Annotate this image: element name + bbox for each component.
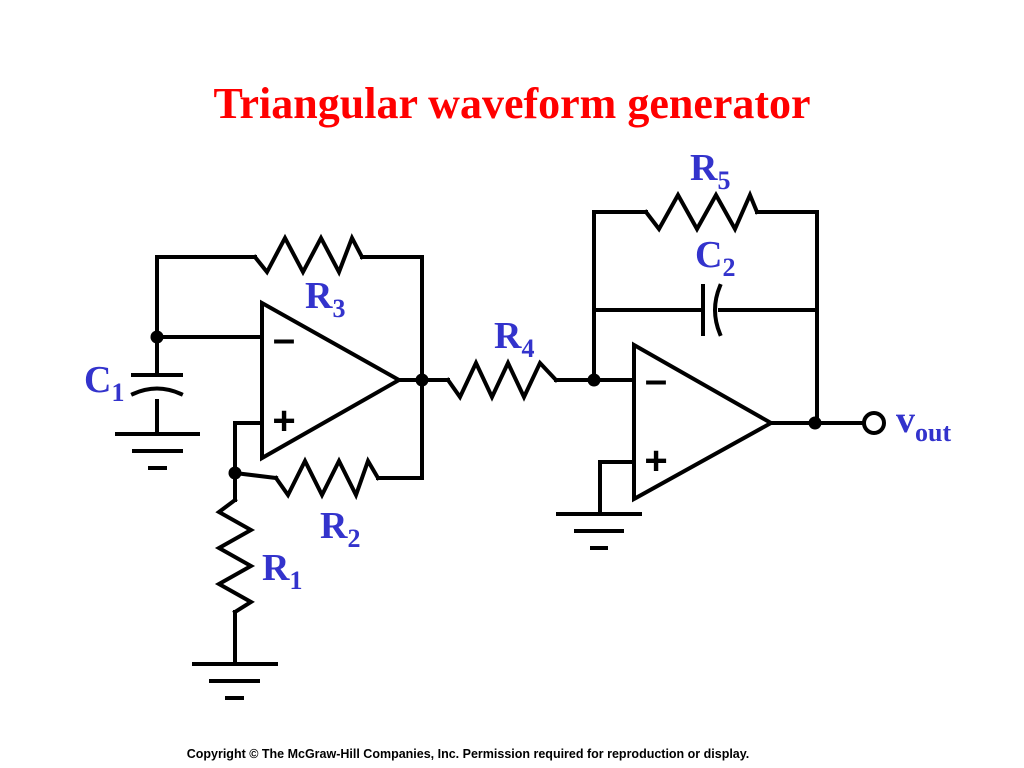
resistor-r3 <box>252 233 365 277</box>
wire-r2 <box>232 378 424 481</box>
opamp-2-plus-sign: + <box>644 439 667 483</box>
wire-r5-feedback <box>592 210 819 425</box>
integrator-stage: – + <box>556 189 886 550</box>
junction-output-node <box>415 373 429 387</box>
ground-symbol-integrator <box>556 512 642 550</box>
opamp-1-minus-sign: – <box>273 317 295 361</box>
label-r2: R2 <box>320 505 360 553</box>
capacitor-c1-curved-plate <box>130 386 184 397</box>
label-c2: C2 <box>695 234 735 282</box>
opamp-1 <box>260 299 404 462</box>
junction-minus-node <box>150 330 164 344</box>
resistor-r2 <box>273 456 381 501</box>
opamp-2-minus-sign: – <box>645 358 667 402</box>
label-r1: R1 <box>262 547 302 595</box>
capacitor-c2-curved-plate <box>713 283 723 337</box>
junction-integrator-input <box>587 373 601 387</box>
ground-symbol-c1 <box>115 432 200 470</box>
resistor-r1 <box>214 497 256 615</box>
wire-plus-input <box>233 421 264 502</box>
opamp-1-plus-sign: + <box>272 399 295 443</box>
resistor-r4 <box>445 358 559 402</box>
label-r5: R5 <box>690 147 730 195</box>
output-terminal <box>862 411 886 435</box>
junction-plus-node <box>228 466 242 480</box>
ground-symbol-r1 <box>192 662 278 700</box>
wire-opamp-2-plus <box>598 460 636 516</box>
wire-r3-feedback <box>155 255 424 382</box>
junction-integrator-output <box>808 416 822 430</box>
opamp-2 <box>632 341 776 503</box>
label-r3: R3 <box>305 275 345 323</box>
slide-title: Triangular waveform generator <box>213 79 810 128</box>
resistor-r5 <box>643 189 760 234</box>
comparator-stage: – + <box>115 233 450 700</box>
junction-dots <box>150 330 822 480</box>
label-r4: R4 <box>494 315 534 363</box>
label-c1: C1 <box>84 359 124 407</box>
copyright-notice: Copyright © The McGraw-Hill Companies, I… <box>187 747 750 761</box>
label-vout: vout <box>896 399 951 447</box>
